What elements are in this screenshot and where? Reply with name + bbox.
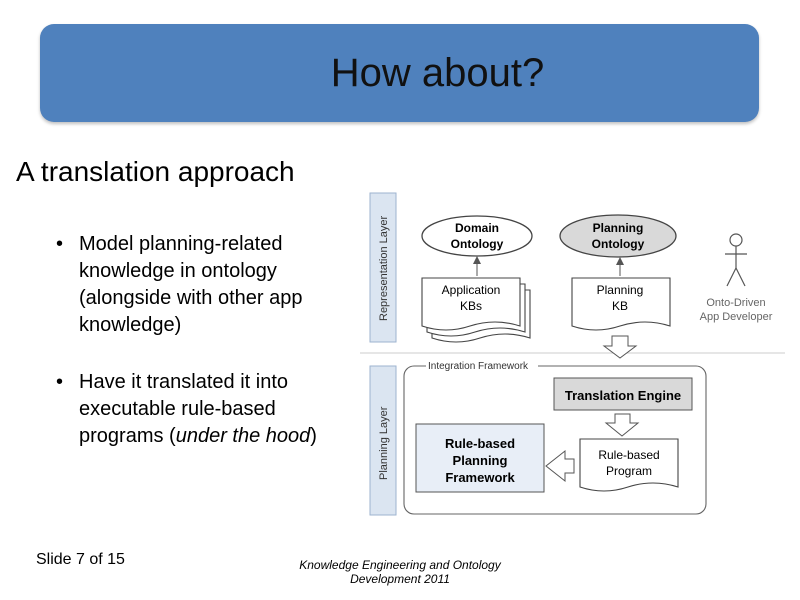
planning-layer-label: Planning Layer bbox=[378, 406, 390, 480]
title-banner: How about? bbox=[40, 24, 759, 122]
rule-based-program-label-2: Program bbox=[606, 464, 652, 478]
representation-layer-bar: Representation Layer bbox=[369, 192, 397, 343]
block-arrow-down bbox=[602, 335, 638, 359]
rule-based-framework-label-2: Planning bbox=[453, 453, 508, 468]
block-arrow-left bbox=[545, 449, 575, 483]
actor-stick-figure-icon bbox=[725, 233, 747, 287]
rule-based-framework-label-1: Rule-based bbox=[445, 436, 515, 451]
course-footer-line-1: Knowledge Engineering and Ontology bbox=[299, 558, 501, 572]
translation-engine-node: Translation Engine bbox=[553, 377, 693, 411]
application-kbs-label-2: KBs bbox=[460, 299, 482, 313]
actor-label-2: App Developer bbox=[700, 311, 773, 323]
rule-based-framework-label-3: Framework bbox=[445, 470, 515, 485]
bullet-item: • Have it translated it into executable … bbox=[56, 369, 336, 450]
integration-framework-label: Integration Framework bbox=[428, 361, 529, 372]
application-kbs-label-1: Application bbox=[442, 283, 501, 297]
bullet-text: Have it translated it into executable ru… bbox=[79, 371, 317, 447]
course-footer-line-2: Development 2011 bbox=[350, 572, 450, 586]
italic-text: under the hood bbox=[175, 425, 311, 447]
planning-ontology-label-2: Ontology bbox=[592, 237, 645, 251]
bullet-item: • Model planning-related knowledge in on… bbox=[56, 231, 356, 339]
planning-kb-label-1: Planning bbox=[597, 283, 644, 297]
representation-layer-label: Representation Layer bbox=[378, 215, 390, 321]
planning-ontology-label-1: Planning bbox=[593, 221, 644, 235]
domain-ontology-node: Domain Ontology bbox=[421, 215, 533, 257]
rule-based-framework-node: Rule-based Planning Framework bbox=[415, 423, 545, 493]
planning-kb-label-2: KB bbox=[612, 299, 628, 313]
rule-based-program-label-1: Rule-based bbox=[598, 448, 659, 462]
slide-number: Slide 7 of 15 bbox=[36, 551, 125, 568]
bullet-dot: • bbox=[56, 233, 64, 255]
application-kbs-node: Application KBs bbox=[421, 277, 531, 343]
bullet-text: Model planning-related knowledge in onto… bbox=[79, 233, 303, 336]
bullet-dot: • bbox=[56, 371, 64, 393]
slide-subtitle: A translation approach bbox=[16, 156, 295, 187]
planning-layer-bar: Planning Layer bbox=[369, 365, 397, 516]
rule-based-program-node: Rule-based Program bbox=[579, 438, 679, 492]
block-arrow-down bbox=[604, 413, 640, 437]
planning-ontology-node: Planning Ontology bbox=[559, 214, 677, 258]
architecture-diagram: Representation Layer Planning Layer Doma… bbox=[360, 192, 785, 516]
translation-engine-label: Translation Engine bbox=[565, 388, 681, 403]
actor-label-1: Onto-Driven bbox=[706, 297, 765, 309]
planning-kb-node: Planning KB bbox=[571, 277, 671, 331]
slide-title: How about? bbox=[330, 50, 545, 95]
course-footer: Knowledge Engineering and Ontology Devel… bbox=[280, 558, 520, 586]
domain-ontology-label-2: Ontology bbox=[451, 237, 504, 251]
domain-ontology-label-1: Domain bbox=[455, 221, 499, 235]
